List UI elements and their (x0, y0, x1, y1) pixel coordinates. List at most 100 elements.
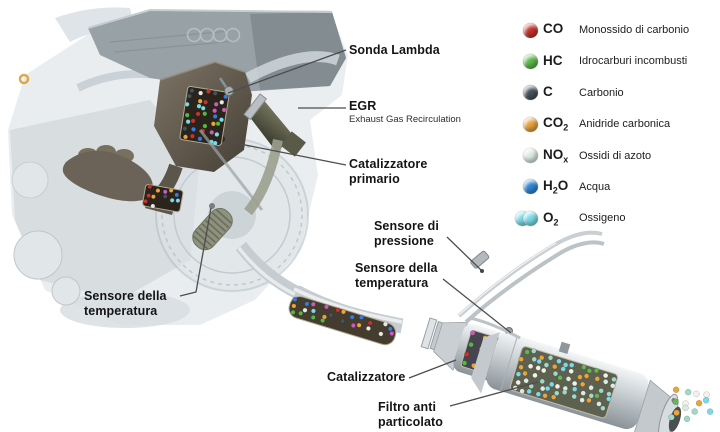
particle-ball-slot (514, 179, 538, 195)
chemical-symbol: CO (543, 21, 564, 37)
gas-particle (291, 303, 297, 309)
gas-particle (324, 304, 329, 310)
pipe-window (288, 295, 397, 346)
gas-particle (522, 370, 528, 377)
gas-particle (554, 390, 560, 396)
gas-particle (560, 366, 566, 372)
leader-endpoint (480, 269, 484, 273)
gas-particle (702, 397, 710, 404)
mounting-bracket (558, 341, 571, 354)
particulate-filter (471, 332, 682, 432)
gas-particle (162, 189, 168, 195)
gas-particle (600, 405, 606, 411)
gas-particle (672, 386, 680, 394)
gas-particle (596, 401, 602, 407)
gas-particle (304, 301, 310, 307)
gas-particle (695, 399, 703, 407)
legend-item-o2: O2 Ossigeno (514, 209, 689, 227)
particle-ball (523, 85, 538, 101)
leader-lines (179, 49, 539, 407)
particle-ball (523, 116, 538, 132)
pressure-sensor (470, 250, 490, 269)
gas-particle (549, 381, 555, 387)
chemical-name: Carbonio (579, 86, 624, 99)
audi-rings-logo (186, 27, 241, 43)
gas-particle (524, 349, 530, 355)
gas-particle (189, 133, 195, 139)
gas-particle (594, 393, 600, 399)
legend-item-co2: CO2 Anidride carbonica (514, 115, 689, 133)
chemical-symbol: C (543, 83, 553, 99)
gas-particle (682, 404, 689, 412)
gas-particle (191, 126, 196, 132)
gas-particle (552, 371, 559, 377)
gas-particle (611, 376, 617, 383)
gas-particle (706, 408, 714, 415)
gas-particle (212, 90, 218, 96)
gas-particle (209, 129, 215, 135)
particle-ball (523, 179, 538, 195)
label-sonda-lambda: Sonda Lambda (349, 43, 440, 57)
gas-particle (572, 386, 578, 392)
gas-particle (197, 136, 203, 142)
particle-ball-slot (514, 85, 538, 101)
leader-filtro (449, 381, 539, 407)
exhaust-manifold (62, 145, 175, 215)
egr-cooler (243, 93, 306, 157)
label-catalizzatore: Catalizzatore (327, 370, 406, 384)
gas-particle (196, 103, 202, 109)
gas-particle (547, 355, 554, 361)
gas-particle (367, 320, 373, 326)
gas-particle (190, 118, 196, 124)
label-sensore-temperatura-sinistra: Sensore della temperatura (84, 289, 167, 318)
gas-particle (219, 117, 224, 123)
gas-particle (356, 322, 362, 328)
gas-particle (568, 368, 574, 374)
gas-particle (557, 375, 563, 381)
gas-particle (212, 140, 218, 146)
gas-particle (320, 318, 326, 323)
gas-particle (186, 93, 192, 99)
gas-particle (150, 203, 156, 209)
gas-particle (519, 388, 525, 394)
gas-particle (310, 301, 316, 307)
gas-particle (588, 385, 594, 391)
emissions-legend: CO Monossido di carbonio HC Idrocarburi … (514, 21, 689, 227)
gas-particle (155, 188, 161, 193)
gas-particle (365, 326, 371, 331)
gas-particle (203, 99, 209, 105)
particle-ball (523, 148, 538, 164)
gas-particle (151, 194, 156, 200)
label-catalizzatore-primario: Catalizzatore primario (349, 157, 428, 186)
label-filtro-antiparticolato: Filtro anti particolato (378, 400, 443, 429)
gas-particle (565, 376, 572, 382)
chemical-symbol: O2 (543, 209, 559, 228)
tailpipe-emissions (668, 386, 714, 423)
legend-item-c: C Carbonio (514, 84, 689, 102)
gas-particle (302, 307, 308, 313)
gas-particle (515, 371, 522, 377)
legend-item-h2o: H2O Acqua (514, 178, 689, 196)
downpipe-window (142, 183, 184, 213)
gas-particle (556, 358, 562, 364)
label-egr-subtitle: Exhaust Gas Recirculation (349, 114, 461, 125)
gas-particle (174, 192, 180, 198)
gas-particle (146, 193, 152, 198)
gas-particle (359, 314, 364, 320)
gas-particle (602, 372, 609, 379)
gas-particle (518, 364, 524, 370)
label-egr: EGR (349, 99, 377, 113)
gas-particle (518, 356, 524, 362)
gas-particle (185, 119, 191, 125)
gas-particle (536, 358, 542, 365)
gas-particle (539, 378, 545, 384)
chemical-name: Ossidi di azoto (579, 149, 652, 162)
leader-sensore-temperatura-sinistra (179, 207, 212, 297)
gas-particle (531, 348, 537, 354)
gas-particle (515, 379, 521, 386)
particle-ball (523, 53, 538, 69)
gas-particle (468, 342, 474, 348)
leader-sensore-pressione (446, 236, 482, 271)
gas-particle (175, 198, 181, 203)
